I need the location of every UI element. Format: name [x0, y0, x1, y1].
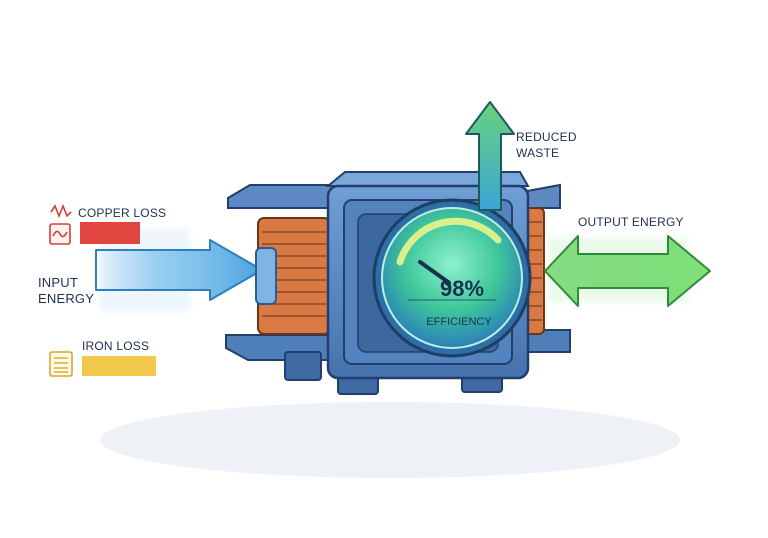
output-energy-label: OUTPUT ENERGY [578, 215, 684, 229]
input-energy-arrow [95, 229, 263, 311]
gauge-needle [418, 260, 450, 284]
efficiency-value: 98% [440, 276, 484, 301]
floor-shadow [100, 402, 680, 478]
waveform-icon [50, 203, 72, 219]
output-energy-arrow [544, 235, 711, 307]
input-energy-label: INPUT ENERGY [38, 275, 95, 306]
efficiency-label: EFFICIENCY [426, 316, 492, 328]
copper-loss-indicator [49, 203, 140, 245]
primary-winding [255, 217, 331, 335]
iron-loss-indicator [49, 351, 156, 377]
copper-loss-label: COPPER LOSS [78, 206, 167, 220]
efficiency-gauge: 98% EFFICIENCY [372, 198, 532, 358]
copper-loss-bar [80, 222, 140, 244]
iron-loss-label: IRON LOSS [82, 339, 150, 353]
reduced-waste-label: REDUCED WASTE [516, 130, 577, 160]
iron-loss-bar [82, 356, 156, 376]
reduced-waste-arrow [465, 101, 515, 211]
